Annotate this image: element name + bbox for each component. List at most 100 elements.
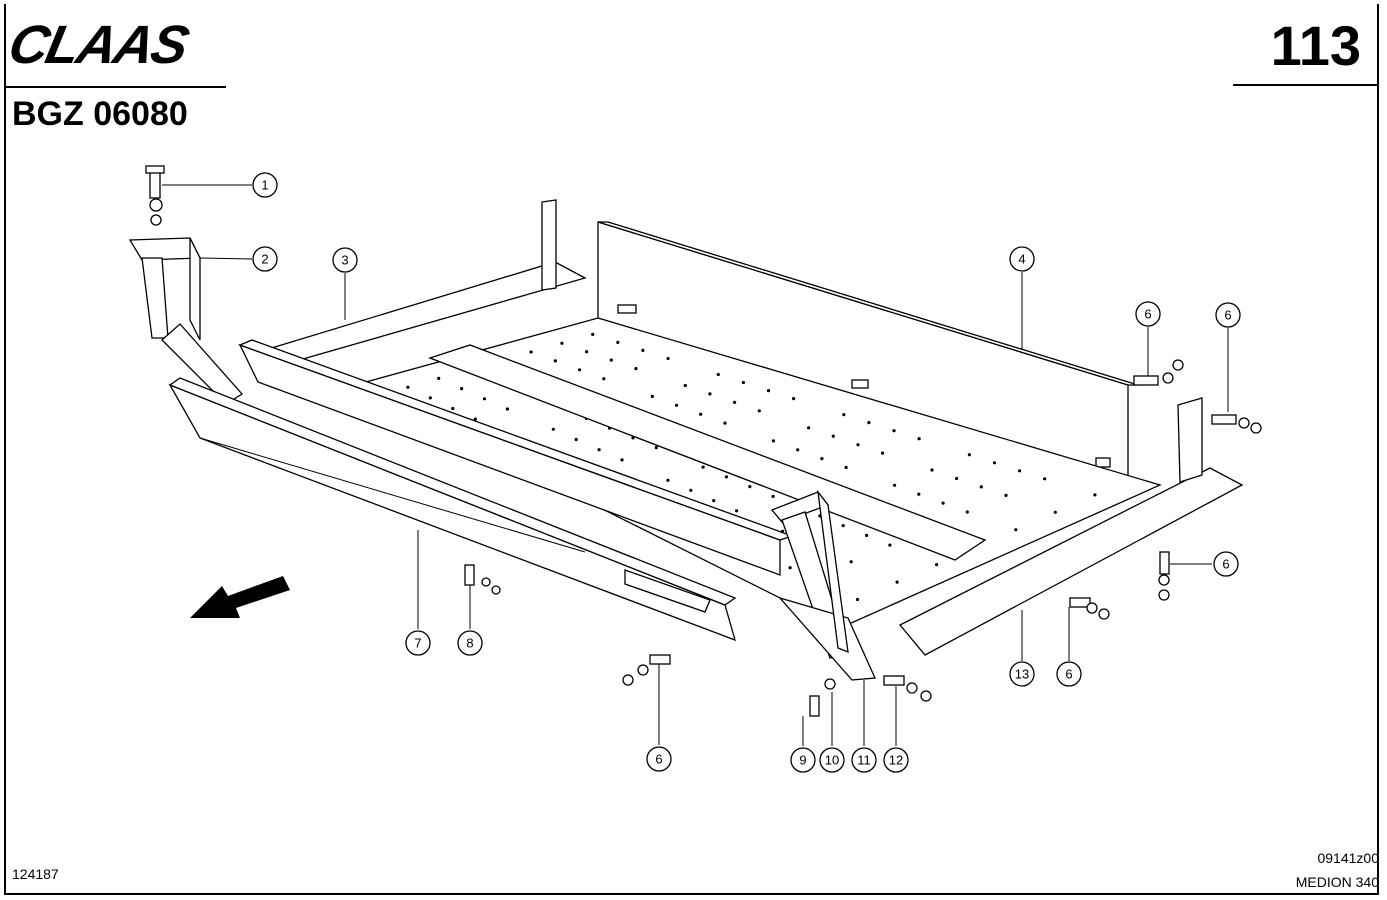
callout-6-lower-right: 6 [1056,661,1082,687]
drawing-code: 09141z00 [1317,850,1379,866]
perforation-hole [574,437,578,442]
callout-7-label: 7 [414,636,421,651]
perforation-hole [437,376,441,380]
callout-10: 10 [819,747,845,773]
perforation-hole [578,368,582,372]
perforation-hole [560,341,564,345]
perforation-hole [708,392,712,396]
perforation-hole [1014,528,1018,532]
brand-rule [4,86,226,88]
perforation-hole [856,443,860,447]
perforation-hole [967,453,972,457]
callout-6-right: 6 [1213,551,1239,577]
fasteners [145,165,1262,717]
perforation-hole [654,446,658,450]
group-code: BGZ 06080 [12,95,188,133]
perforation-hole [766,389,771,393]
perforation-hole [841,524,845,528]
perforation-hole [865,533,869,538]
perforation-hole [917,437,921,441]
perforation-hole [551,427,555,431]
perforation-hole [620,458,624,462]
perforation-hole [941,501,945,505]
callout-13-label: 13 [1015,667,1029,682]
perforation-hole [666,356,670,361]
perforation-hole [451,406,455,411]
bottom-channel-part [168,377,737,642]
callout-3-label: 3 [341,253,348,268]
perforation-hole [1004,493,1008,497]
left-bracket-part [128,237,243,405]
perforation-hole [650,394,654,398]
perforation-hole [930,468,934,472]
perforation-hole [807,426,811,430]
callout-12-label: 12 [889,753,903,768]
page-number-rule [1233,84,1377,86]
callout-3: 3 [332,247,358,273]
perforation-hole [428,396,432,400]
perforation-hole [757,409,761,413]
callout-2: 2 [252,246,278,272]
perforation-hole [724,475,729,479]
callout-11-label: 11 [857,753,871,768]
callout-10-label: 10 [825,753,839,768]
perforation-hole [895,580,899,584]
callout-7: 7 [405,630,431,656]
perforation-hole [979,485,983,489]
perforation-hole [591,332,595,336]
perforation-hole [855,597,860,602]
callout-6-label: 6 [1144,307,1151,322]
perforation-hole [689,488,693,492]
perforation-hole [917,492,921,496]
callout-6-label: 6 [1224,308,1231,323]
perforation-hole [955,476,959,481]
perforation-hole [893,483,897,487]
perforation-hole [965,510,969,514]
perforation-hole [788,566,792,570]
center-bracket-part [770,489,876,681]
perforation-hole [1043,477,1047,481]
callout-2-label: 2 [261,252,268,267]
perforation-hole [616,340,620,344]
callout-9-label: 9 [799,753,806,768]
perforation-hole [473,417,477,421]
perforation-hole [701,465,705,469]
perforation-hole [892,429,896,433]
perforation-hole [712,499,716,503]
perforation-hole [641,348,645,352]
perforation-hole [1053,510,1057,514]
perforation-hole [771,439,776,443]
perforation-hole [597,448,601,452]
callout-1-label: 1 [261,178,268,193]
perforation-hole [842,413,846,417]
perforation-hole [609,358,613,362]
callout-12: 12 [883,747,909,773]
callout-6-label: 6 [1222,557,1229,572]
page-frame [4,4,1379,895]
callout-6-label: 6 [1065,667,1072,682]
right-rail-part [898,397,1244,656]
callout-4-label: 4 [1018,252,1025,267]
perforation-hole [406,385,410,389]
callout-8-label: 8 [466,636,473,651]
perforation-hole [992,461,997,465]
perforation-hole [585,350,589,354]
perforation-hole [796,448,800,452]
perforation-hole [771,494,775,498]
center-divider-part [428,344,987,561]
perforation-hole [741,380,746,385]
perforation-hole [831,434,835,438]
perforation-hole [849,560,853,564]
perforation-hole [716,372,720,377]
direction-arrow-icon [190,576,290,618]
perforation-hole [1093,493,1097,497]
leader-lines [162,184,1229,746]
perforation-hole [723,421,727,425]
callout-13: 13 [1009,661,1035,687]
callout-6-label: 6 [655,752,662,767]
perforation-hole [674,403,679,407]
perforation-hole [1018,469,1022,473]
perforation-hole [505,407,509,411]
